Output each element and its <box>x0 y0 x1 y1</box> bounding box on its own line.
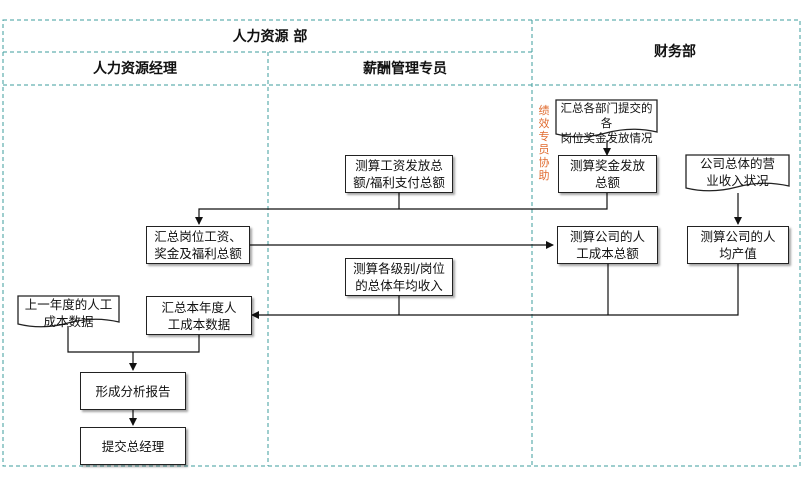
note-performance-assist: 绩效专员协助 <box>538 104 550 182</box>
lane-header-hr-manager: 人力资源经理 <box>93 61 177 77</box>
line-lastyear-merge <box>67 326 133 353</box>
arrow-to-summary-this-year <box>251 264 739 319</box>
line-thisyear-merge <box>133 335 200 353</box>
lane-header-hr-dept: 人力资源 部 <box>232 29 308 45</box>
node-calc-bonus-total: 测算奖金发放 总额 <box>558 155 657 193</box>
doc-company-revenue <box>685 154 790 192</box>
doc-last-year <box>17 295 120 328</box>
swimlane-grid <box>2 19 801 467</box>
lane-header-salary-specialist: 薪酬管理专员 <box>363 61 447 77</box>
node-calc-per-capita: 测算公司的人 均产值 <box>687 226 789 264</box>
node-summary-post: 汇总岗位工资、 奖金及福利总额 <box>146 226 250 264</box>
node-calc-labor-cost: 测算公司的人 工成本总额 <box>557 226 658 264</box>
doc-collect-bonus <box>555 99 658 138</box>
node-form-report: 形成分析报告 <box>80 372 186 410</box>
node-collect-bonus: 汇总各部门提交的各 岗位奖金发放情况 <box>560 101 653 145</box>
node-company-revenue: 公司总体的营 业收入状况 <box>699 156 775 188</box>
connectors <box>67 140 742 426</box>
document-shapes <box>17 99 790 328</box>
arrow-bonus-to-summary <box>195 193 608 225</box>
node-summary-this-year: 汇总本年度人 工成本数据 <box>146 296 252 335</box>
lane-header-finance: 财务部 <box>654 44 696 60</box>
node-calc-salary-total: 测算工资发放总 额/福利支付总额 <box>345 155 453 193</box>
node-last-year-data: 上一年度的人工 成本数据 <box>24 297 113 329</box>
node-submit-gm: 提交总经理 <box>80 427 186 465</box>
node-calc-annual-income: 测算各级别/岗位 的总体年均收入 <box>345 258 453 296</box>
